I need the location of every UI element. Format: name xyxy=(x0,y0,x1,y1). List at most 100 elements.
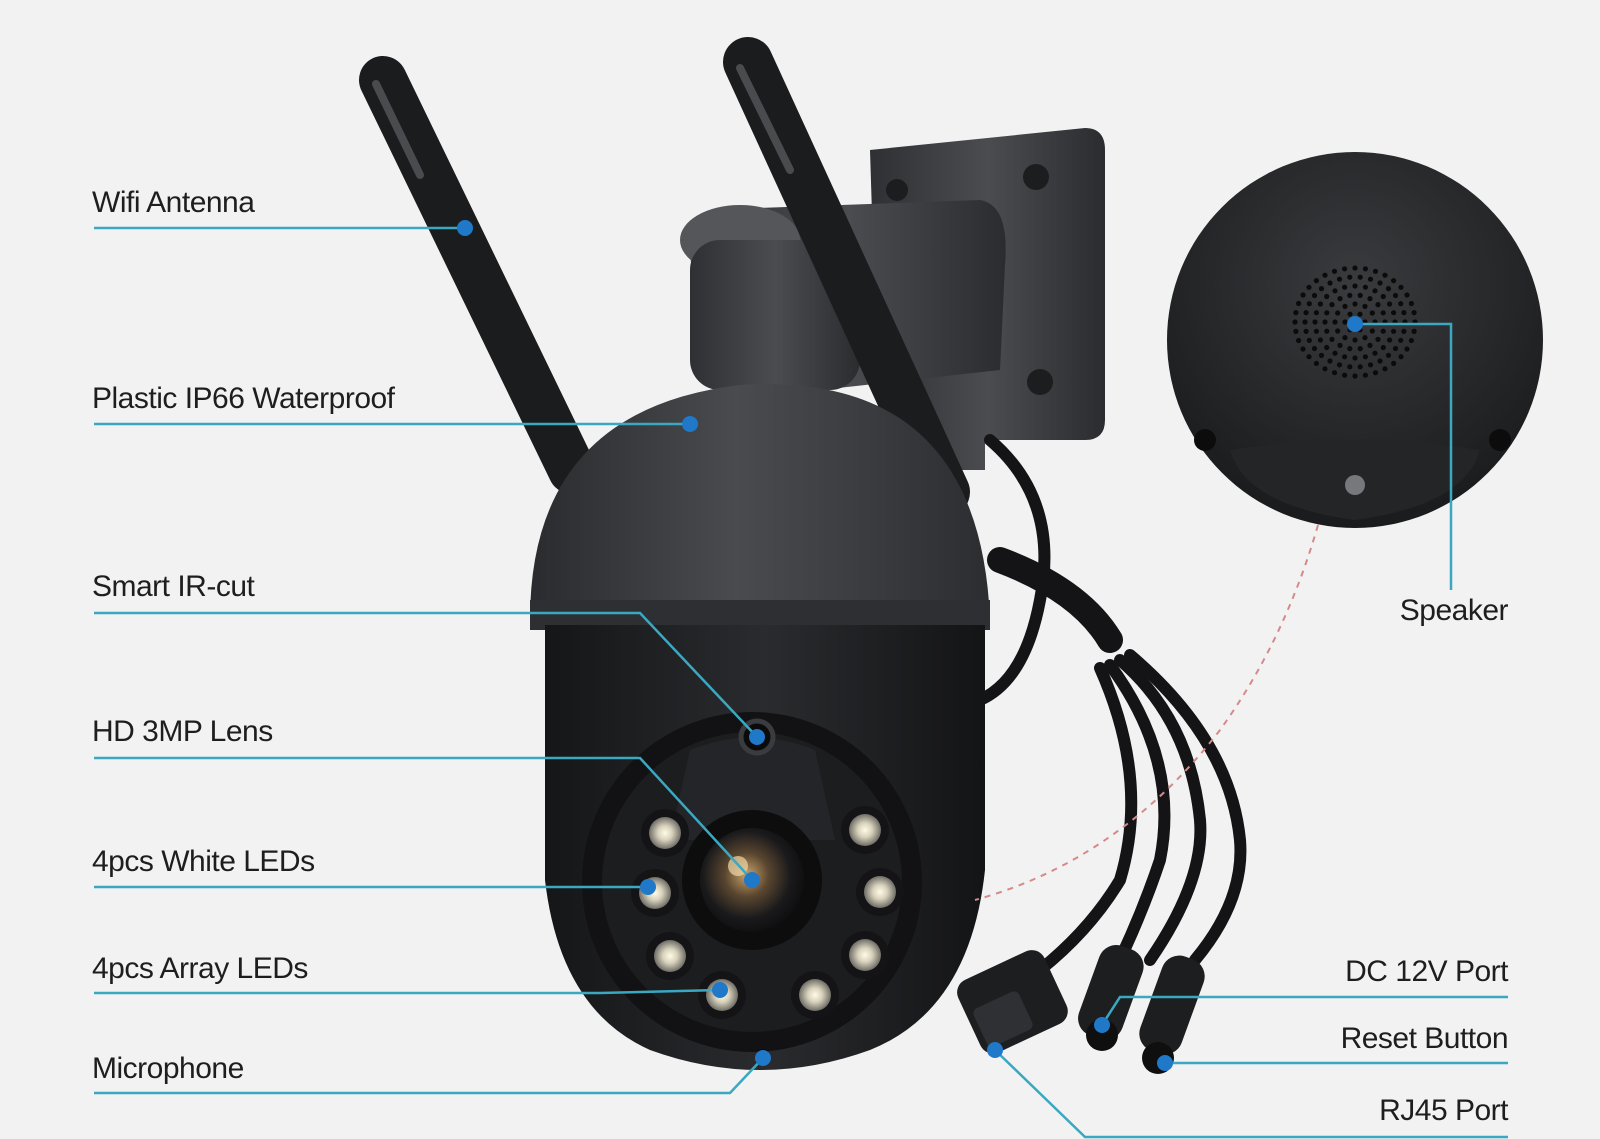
speaker-hole xyxy=(1372,370,1379,376)
speaker-hole xyxy=(1367,362,1374,368)
speaker-hole xyxy=(1404,292,1410,298)
reset-connector xyxy=(1139,955,1205,1074)
speaker-hole xyxy=(1303,310,1309,316)
speaker-hole xyxy=(1322,366,1328,372)
array-led xyxy=(841,931,889,979)
dc-connector xyxy=(1078,945,1144,1051)
speaker-hole xyxy=(1324,344,1330,351)
speaker-hole xyxy=(1362,284,1368,290)
speaker-hole xyxy=(1391,310,1397,316)
speaker-hole xyxy=(1329,302,1335,308)
speaker-hole xyxy=(1380,293,1386,300)
speaker-hole xyxy=(1342,372,1348,378)
label-reset-button: Reset Button xyxy=(1340,1022,1509,1055)
speaker-hole xyxy=(1336,362,1343,368)
label-wifi-antenna: Wifi Antenna xyxy=(92,186,255,219)
speaker-hole xyxy=(1401,310,1407,316)
label-microphone: Microphone xyxy=(92,1052,244,1085)
speaker-hole xyxy=(1380,310,1386,316)
speaker-hole xyxy=(1296,300,1302,307)
speaker-grille xyxy=(1292,265,1418,379)
speaker-inset xyxy=(974,152,1543,901)
speaker-hole xyxy=(1375,336,1381,342)
speaker-hole xyxy=(1372,350,1378,356)
speaker-hole xyxy=(1342,303,1348,309)
speaker-hole xyxy=(1322,319,1328,325)
array-led xyxy=(841,806,889,854)
speaker-hole xyxy=(1313,328,1319,334)
speaker-hole xyxy=(1347,274,1353,280)
speaker-hole xyxy=(1332,288,1338,294)
speaker-hole xyxy=(1377,280,1383,286)
speaker-hole xyxy=(1335,328,1341,334)
speaker-hole xyxy=(1385,286,1392,292)
speaker-hole xyxy=(1300,346,1306,352)
speaker-hole xyxy=(1380,328,1386,334)
leader-speaker xyxy=(1355,322,1453,590)
speaker-hole xyxy=(1352,301,1358,307)
speaker-hole xyxy=(1357,292,1363,298)
speaker-hole xyxy=(1306,354,1312,360)
speaker-hole xyxy=(1352,283,1358,289)
speaker-hole xyxy=(1292,319,1298,325)
label-dc-port: DC 12V Port xyxy=(1345,955,1508,988)
label-white-leds: 4pcs White LEDs xyxy=(92,845,315,878)
speaker-hole xyxy=(1337,296,1343,302)
speaker-hole xyxy=(1391,360,1397,366)
speaker-hole xyxy=(1411,310,1417,316)
rj45-connector xyxy=(957,950,1068,1054)
speaker-hole xyxy=(1372,268,1379,274)
speaker-hole xyxy=(1392,345,1399,352)
speaker-hole xyxy=(1324,293,1330,300)
speaker-hole xyxy=(1293,310,1299,316)
leader-dc-port xyxy=(1100,995,1508,1026)
leader-array-leds xyxy=(94,988,721,995)
speaker-hole xyxy=(1357,364,1363,370)
speaker-hole xyxy=(1335,310,1341,316)
speaker-hole xyxy=(1369,310,1375,316)
speaker-hole xyxy=(1318,286,1325,292)
speaker-hole xyxy=(1375,302,1381,308)
speaker-hole xyxy=(1331,370,1338,376)
speaker-hole xyxy=(1337,342,1343,348)
speaker-hole xyxy=(1342,354,1348,360)
speaker-hole xyxy=(1362,372,1368,378)
speaker-hole xyxy=(1411,328,1417,334)
speaker-hole xyxy=(1311,292,1318,299)
speaker-hole xyxy=(1382,272,1388,278)
leader-ir-cut xyxy=(94,611,758,738)
speaker-hole xyxy=(1387,301,1393,307)
speaker-hole xyxy=(1311,345,1318,352)
speaker-hole xyxy=(1317,301,1323,307)
speaker-hole xyxy=(1336,276,1343,282)
speaker-hole xyxy=(1352,373,1358,379)
speaker-hole xyxy=(1296,337,1302,344)
speaker-hole xyxy=(1385,352,1392,358)
speaker-hole xyxy=(1398,284,1404,290)
speaker-hole xyxy=(1329,336,1335,342)
speaker-hole xyxy=(1324,310,1330,316)
speaker-hole xyxy=(1357,311,1363,317)
speaker-hole xyxy=(1392,292,1399,299)
speaker-hole xyxy=(1322,272,1328,278)
speaker-hole xyxy=(1327,280,1333,286)
leader-microphone xyxy=(94,1057,764,1095)
label-speaker: Speaker xyxy=(1399,594,1509,627)
label-ir-cut: Smart IR-cut xyxy=(92,570,255,603)
speaker-hole xyxy=(1401,328,1407,334)
speaker-hole xyxy=(1342,266,1348,272)
speaker-hole xyxy=(1318,352,1325,358)
speaker-hole xyxy=(1313,278,1319,284)
speaker-hole xyxy=(1347,311,1353,317)
white-led xyxy=(641,809,689,857)
speaker-hole xyxy=(1404,346,1410,352)
speaker-hole xyxy=(1312,319,1318,325)
speaker-hole xyxy=(1362,266,1368,272)
speaker-hole xyxy=(1331,268,1338,274)
speaker-hole xyxy=(1300,292,1306,298)
speaker-hole xyxy=(1303,328,1309,334)
speaker-hole xyxy=(1306,337,1312,343)
speaker-hole xyxy=(1352,337,1358,343)
label-lens: HD 3MP Lens xyxy=(92,715,273,748)
